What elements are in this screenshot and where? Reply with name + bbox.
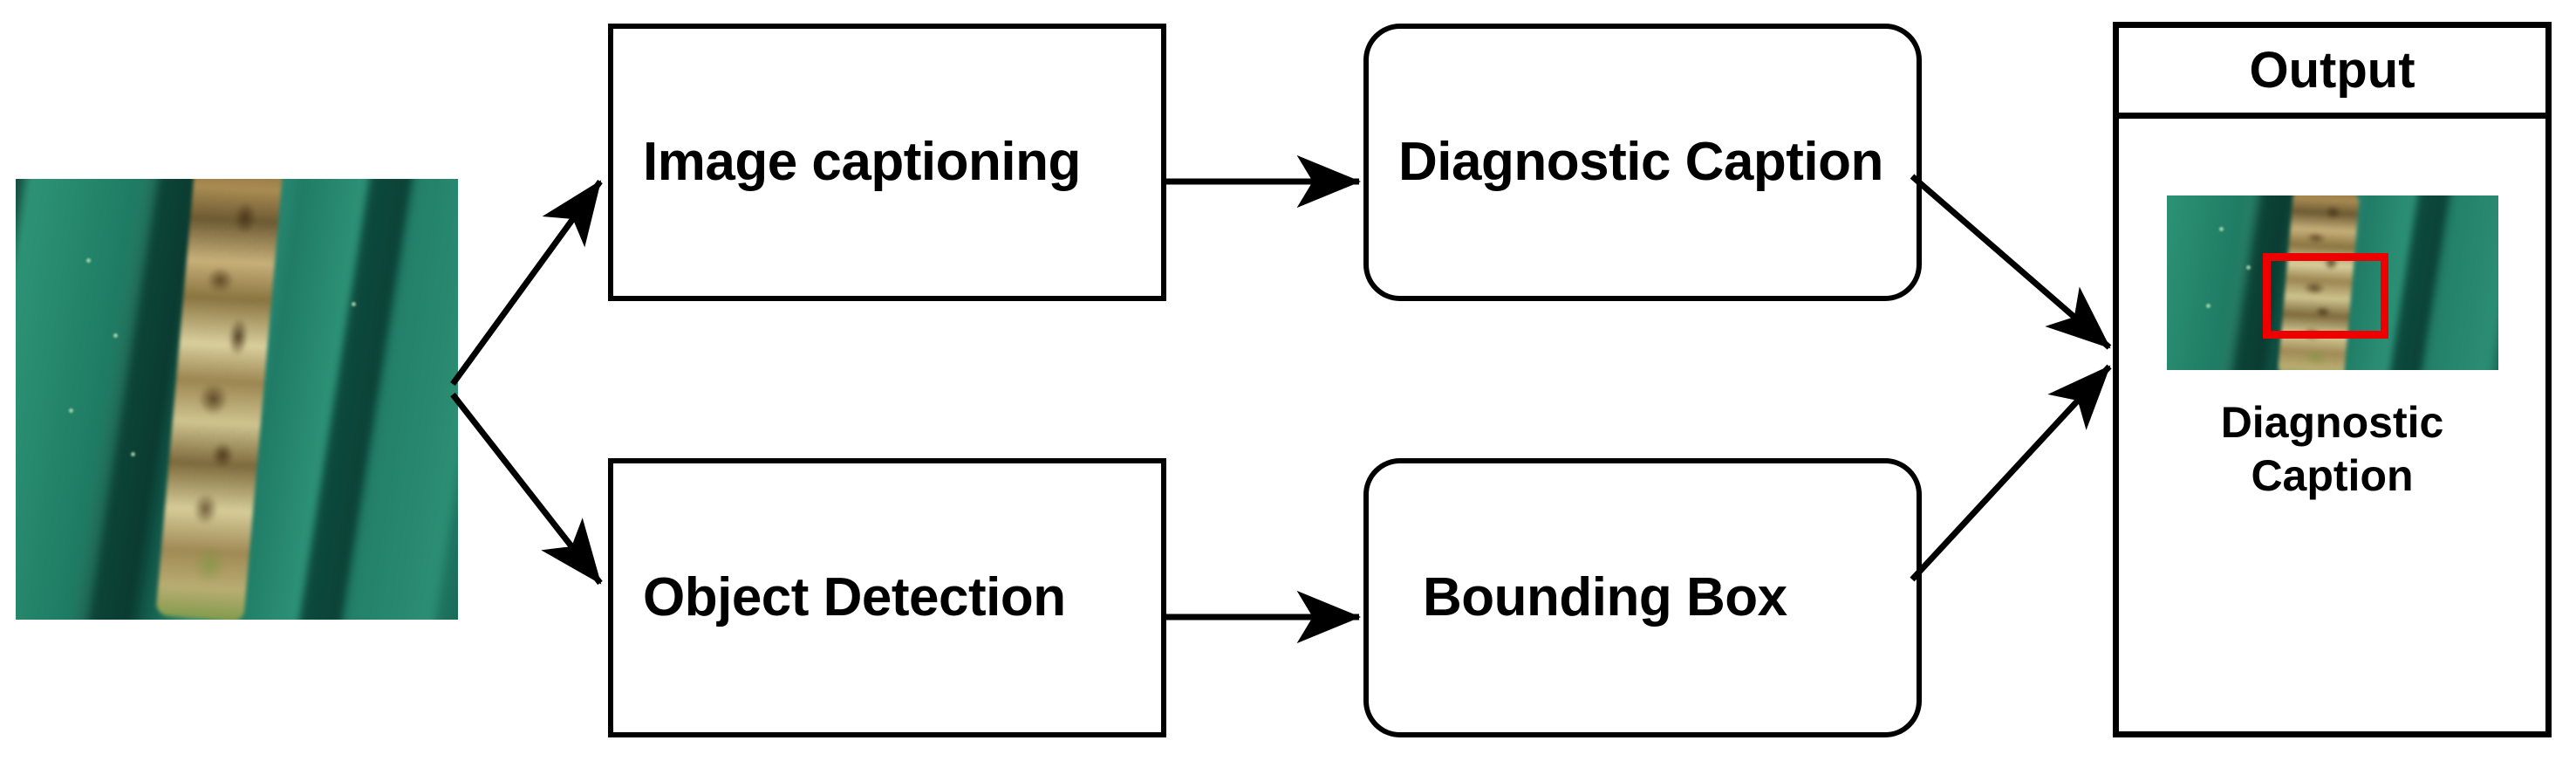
edge-bounding-box-to-output xyxy=(1910,364,2112,582)
leaf-speck xyxy=(86,257,92,263)
leaf-speck xyxy=(113,333,118,338)
output-panel-title: Output xyxy=(2249,42,2415,99)
node-image-captioning[interactable]: Image captioning xyxy=(608,24,1166,301)
output-caption: Diagnostic Caption xyxy=(2119,396,2545,503)
edge-input-to-image-captioning xyxy=(450,179,603,387)
leaf-speck xyxy=(68,408,73,413)
output-caption-line-1: Diagnostic xyxy=(2220,398,2444,447)
node-bounding-box[interactable]: Bounding Box xyxy=(1363,458,1922,737)
output-panel: Output Diagnostic Caption xyxy=(2113,22,2552,737)
edge-diagnostic-caption-to-output xyxy=(1910,174,2112,350)
edge-input-to-object-detection xyxy=(450,392,603,586)
output-caption-line-2: Caption xyxy=(2251,451,2414,500)
output-panel-body: Diagnostic Caption xyxy=(2119,119,2545,731)
output-panel-header: Output xyxy=(2119,28,2545,119)
node-diagnostic-caption[interactable]: Diagnostic Caption xyxy=(1363,24,1922,301)
node-object-detection-label: Object Detection xyxy=(643,567,1066,627)
output-image xyxy=(2166,195,2498,370)
node-diagnostic-caption-label: Diagnostic Caption xyxy=(1398,132,1883,192)
leaf-speck xyxy=(130,452,135,457)
leaf-speck xyxy=(352,302,357,307)
leaf-speck xyxy=(2219,227,2224,231)
leaf-speck xyxy=(2245,265,2251,270)
node-image-captioning-label: Image captioning xyxy=(643,132,1081,192)
leaf-speck xyxy=(2206,304,2211,308)
node-bounding-box-label: Bounding Box xyxy=(1423,567,1787,627)
node-object-detection[interactable]: Object Detection xyxy=(608,458,1166,737)
input-image xyxy=(16,179,458,620)
detection-bounding-box xyxy=(2262,253,2389,339)
